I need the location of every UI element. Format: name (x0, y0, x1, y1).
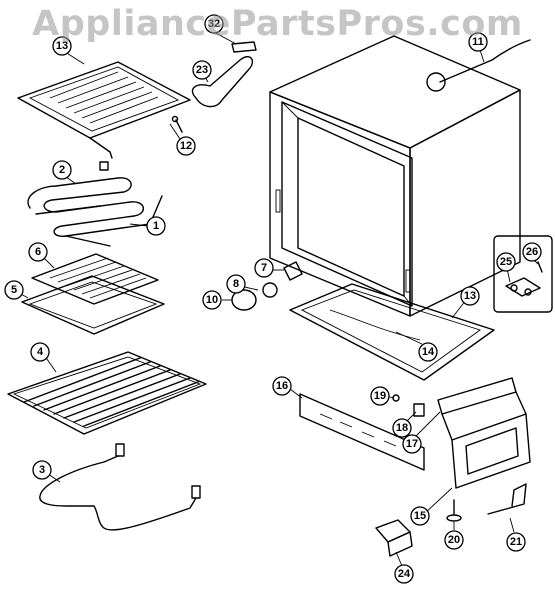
svg-text:21: 21 (510, 536, 522, 548)
callout-15: 15 (410, 506, 430, 526)
svg-text:4: 4 (37, 346, 44, 358)
clip-part (392, 394, 425, 417)
svg-text:26: 26 (526, 246, 538, 258)
svg-text:2: 2 (59, 164, 65, 176)
svg-text:14: 14 (422, 346, 435, 358)
svg-text:15: 15 (414, 510, 426, 522)
callout-17: 17 (402, 434, 422, 454)
broil-element-part (27, 161, 163, 247)
callout-18: 18 (392, 418, 412, 438)
svg-text:7: 7 (261, 262, 267, 274)
svg-text:13: 13 (56, 40, 68, 52)
screw-part (171, 115, 183, 133)
callout-26: 26 (522, 242, 542, 262)
callout-6: 6 (28, 242, 48, 262)
callout-8: 8 (226, 274, 246, 294)
svg-text:3: 3 (39, 464, 45, 476)
callout-7: 7 (254, 258, 274, 278)
terminal-block-part (493, 235, 553, 313)
svg-text:13: 13 (464, 290, 476, 302)
broil-pan-part (21, 275, 165, 335)
callout-23: 23 (192, 60, 212, 80)
oven-cavity (269, 35, 531, 317)
callout-20: 20 (444, 530, 464, 550)
svg-text:19: 19 (374, 390, 386, 402)
leveling-leg-part (446, 499, 462, 522)
callout-14: 14 (418, 342, 438, 362)
callout-13: 13 (460, 286, 480, 306)
callout-9: 13 (52, 36, 72, 56)
svg-text:16: 16 (276, 380, 288, 392)
callout-4: 4 (30, 342, 50, 362)
callout-11: 11 (468, 32, 488, 52)
duct-part (191, 56, 254, 108)
svg-text:18: 18 (396, 422, 408, 434)
callout-32: 32 (204, 14, 224, 34)
callout-24: 24 (394, 564, 414, 584)
svg-text:23: 23 (196, 64, 208, 76)
callout-5-pan: 5 (4, 280, 24, 300)
svg-text:11: 11 (472, 36, 484, 48)
callout-19: 19 (370, 386, 390, 406)
front-trim-part (299, 393, 425, 471)
callout-1: 1 (146, 216, 166, 236)
callout-21: 21 (506, 532, 526, 552)
svg-text:20: 20 (448, 534, 460, 546)
watermark: AppliancePartsPros.com (32, 4, 523, 44)
leader-lines (13, 31, 539, 567)
small-bracket-part (375, 519, 413, 557)
svg-text:10: 10 (206, 294, 218, 306)
svg-text:25: 25 (500, 256, 512, 268)
svg-text:5: 5 (11, 284, 17, 296)
svg-text:17: 17 (406, 438, 418, 450)
callout-25: 25 (496, 252, 516, 272)
callout-2: 2 (52, 160, 72, 180)
oven-rack-part (7, 351, 207, 435)
svg-text:1: 1 (153, 220, 159, 232)
callout-3: 3 (32, 460, 52, 480)
svg-text:32: 32 (208, 18, 220, 30)
bottom-panel-part (289, 283, 495, 381)
svg-text:6: 6 (35, 246, 41, 258)
broiler-tray-part (17, 61, 191, 159)
anti-tip-bracket-part (487, 483, 527, 515)
bracket-part (231, 41, 257, 53)
housing-part (437, 377, 531, 489)
bake-element-part (39, 443, 201, 531)
svg-text:12: 12 (180, 140, 192, 152)
callout-12: 12 (176, 136, 196, 156)
svg-text:24: 24 (398, 568, 411, 580)
callout-16: 16 (272, 376, 292, 396)
svg-text:8: 8 (233, 278, 239, 290)
callout-10: 10 (202, 290, 222, 310)
